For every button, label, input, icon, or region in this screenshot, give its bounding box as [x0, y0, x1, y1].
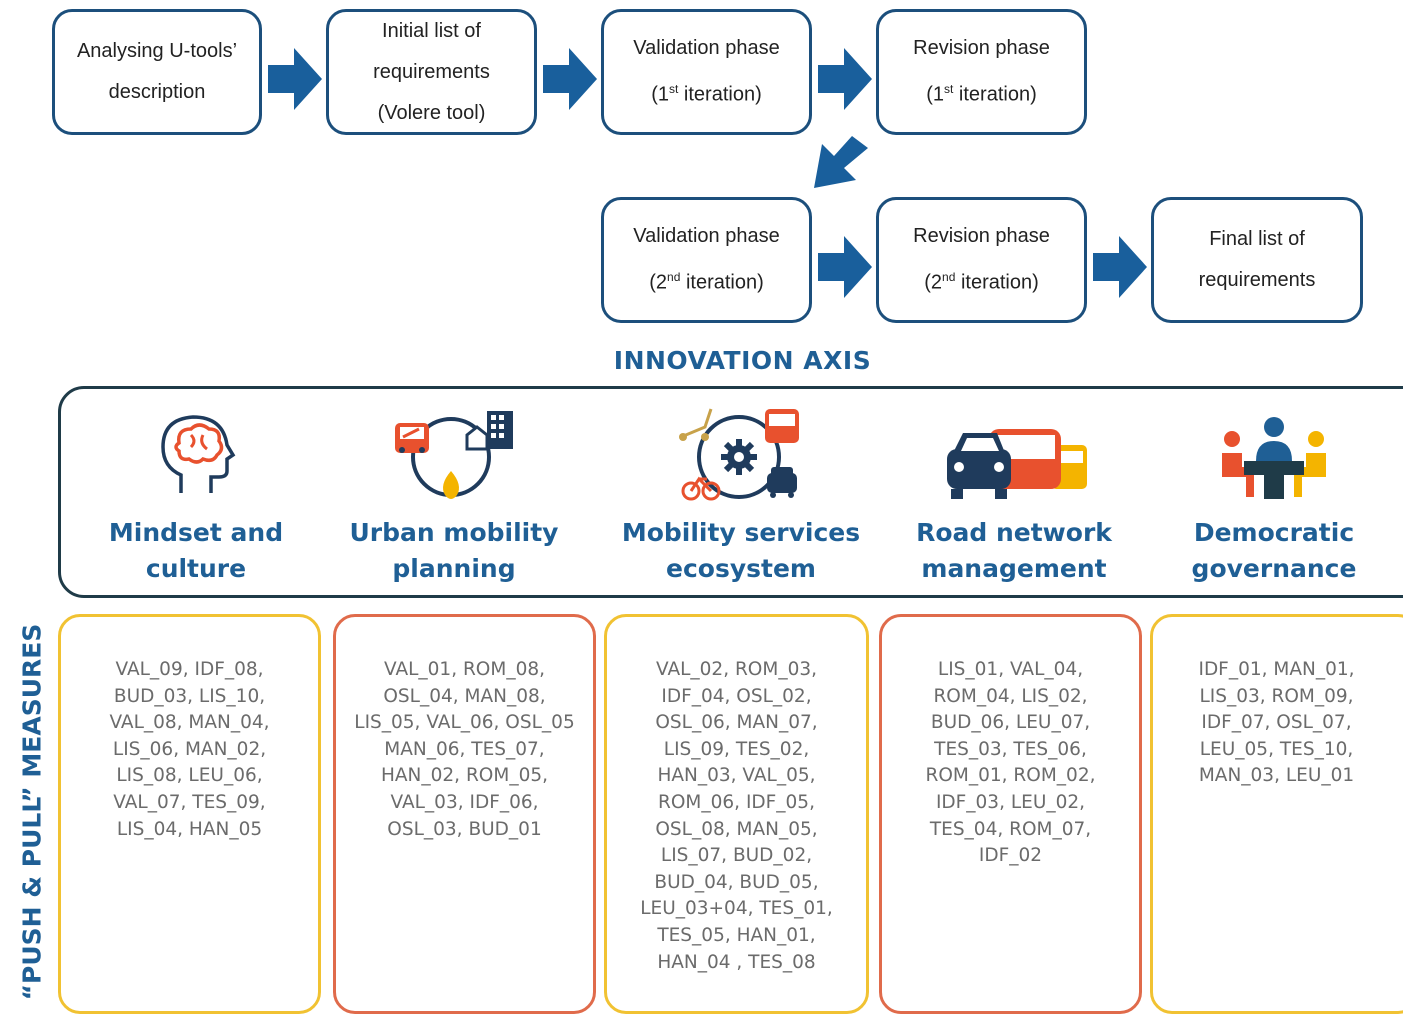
measures-column-mindset: VAL_09, IDF_08, BUD_03, LIS_10, VAL_08, … — [58, 614, 321, 1014]
step-validation-1: Validation phase (1st iteration) — [601, 9, 812, 135]
measure-line: TES_04, ROM_07, — [929, 818, 1092, 840]
step-text: requirements — [1198, 269, 1316, 291]
measure-line: VAL_07, TES_09, — [113, 791, 266, 813]
step-text: (1st iteration) — [926, 82, 1037, 106]
measure-line: LEU_03+04, TES_01, — [640, 898, 833, 920]
category-title: Mobility services ecosystem — [606, 515, 876, 587]
innovation-axis-title: INNOVATION AXIS — [613, 346, 872, 375]
measure-line: ROM_01, ROM_02, — [925, 765, 1096, 787]
measure-line: HAN_02, ROM_05, — [380, 765, 548, 787]
urban-planning-icon — [395, 411, 513, 499]
measure-line: BUD_04, BUD_05, — [654, 871, 819, 893]
side-label-text: “PUSH & PULL” MEASURES — [17, 623, 47, 1001]
step-analysing-utools: Analysing U-tools’ description — [52, 9, 262, 135]
measure-line: IDF_02 — [978, 845, 1043, 867]
arrow-down-left-icon — [814, 136, 868, 188]
measure-line: VAL_09, IDF_08, — [115, 659, 264, 680]
measure-line: TES_05, HAN_01, — [657, 924, 816, 946]
category-title: Road network management — [879, 515, 1149, 587]
ordinal-suffix: nd — [667, 270, 681, 285]
measures-column-road-network: LIS_01, VAL_04, ROM_04, LIS_02, BUD_06, … — [879, 614, 1142, 1014]
measure-line: MAN_03, LEU_01 — [1198, 765, 1355, 787]
category-title-line: ecosystem — [666, 554, 816, 583]
step-text: Final list of — [1209, 228, 1305, 250]
measure-line: HAN_03, VAL_05, — [657, 765, 816, 787]
measure-line: LIS_05, VAL_06, OSL_05 — [354, 712, 575, 734]
measure-line: LIS_08, LEU_06, — [116, 765, 263, 787]
step-text: Validation phase — [633, 37, 780, 60]
step-text: (1st iteration) — [651, 82, 762, 106]
measure-line: HAN_04 , TES_08 — [657, 951, 816, 973]
measure-line: VAL_08, MAN_04, — [109, 712, 270, 734]
brain-head-icon — [161, 415, 236, 493]
arrow-right-icon — [1093, 236, 1147, 298]
step-final-list: Final list of requirements — [1151, 197, 1363, 323]
category-title-line: Democratic — [1193, 518, 1355, 547]
measure-line: BUD_06, LEU_07, — [930, 712, 1091, 734]
step-text: requirements — [373, 60, 490, 83]
measure-line: OSL_08, MAN_05, — [655, 818, 818, 840]
step-text: Analysing U-tools’ — [76, 40, 238, 62]
category-title-line: culture — [145, 554, 247, 583]
measure-line: IDF_07, OSL_07, — [1201, 712, 1352, 734]
step-validation-2: Validation phase (2nd iteration) — [601, 197, 812, 323]
innovation-axis-panel: Mindset and culture Urban mobility plann… — [58, 386, 1403, 598]
step-text: Revision phase — [913, 37, 1050, 60]
measures-column-urban-planning: VAL_01, ROM_08, OSL_04, MAN_08, LIS_05, … — [333, 614, 596, 1014]
mobility-services-icon — [679, 408, 799, 501]
measure-line: IDF_04, OSL_02, — [661, 685, 812, 707]
measure-line: MAN_06, TES_07, — [384, 738, 545, 760]
step-text: Initial list of — [382, 19, 481, 42]
measure-line: LIS_04, HAN_05 — [116, 818, 263, 840]
measure-line: LEU_05, TES_10, — [1199, 738, 1354, 760]
measure-line: OSL_06, MAN_07, — [655, 712, 818, 734]
arrow-right-icon — [543, 48, 597, 110]
step-text: (2nd iteration) — [649, 270, 764, 294]
arrow-right-icon — [818, 48, 872, 110]
measure-line: IDF_03, LEU_02, — [935, 791, 1086, 813]
measure-line: VAL_01, ROM_08, — [383, 659, 546, 680]
step-text: Validation phase — [633, 225, 780, 248]
measure-line: ROM_06, IDF_05, — [658, 791, 815, 813]
category-title-line: Urban mobility — [349, 518, 559, 547]
measure-line: OSL_04, MAN_08, — [383, 685, 546, 707]
measure-line: TES_03, TES_06, — [934, 738, 1087, 760]
measure-line: LIS_07, BUD_02, — [660, 845, 813, 867]
measure-line: VAL_02, ROM_03, — [655, 659, 818, 680]
step-text: (2nd iteration) — [924, 270, 1039, 294]
category-title: Democratic governance — [1139, 515, 1403, 587]
category-title-line: Road network — [916, 518, 1112, 547]
arrow-right-icon — [268, 48, 322, 110]
category-title-line: Mobility services — [621, 518, 861, 547]
step-text: description — [108, 81, 206, 103]
measures-column-mobility-services: VAL_02, ROM_03, IDF_04, OSL_02, OSL_06, … — [604, 614, 869, 1014]
category-title-line: Mindset and — [108, 518, 284, 547]
step-initial-list: Initial list of requirements (Volere too… — [326, 9, 537, 135]
ordinal-suffix: nd — [942, 270, 956, 285]
category-title-line: planning — [392, 554, 516, 583]
step-revision-2: Revision phase (2nd iteration) — [876, 197, 1087, 323]
category-title-line: management — [921, 554, 1107, 583]
measure-line: ROM_04, LIS_02, — [933, 685, 1088, 707]
measure-line: IDF_01, MAN_01, — [1198, 659, 1355, 680]
ordinal-suffix: st — [669, 82, 679, 97]
measure-line: VAL_03, IDF_06, — [390, 791, 539, 813]
measure-line: LIS_03, ROM_09, — [1199, 685, 1354, 707]
arrow-right-icon — [818, 236, 872, 298]
meeting-table-icon — [1222, 417, 1326, 499]
measure-line: OSL_03, BUD_01 — [387, 818, 542, 840]
vehicles-icon — [947, 429, 1087, 499]
step-revision-1: Revision phase (1st iteration) — [876, 9, 1087, 135]
measure-line: LIS_09, TES_02, — [663, 738, 810, 760]
category-title-line: governance — [1191, 554, 1357, 583]
ordinal-suffix: st — [944, 82, 954, 97]
step-text: Revision phase — [913, 225, 1050, 248]
measure-line: LIS_01, VAL_04, — [937, 659, 1084, 680]
category-title: Urban mobility planning — [319, 515, 589, 587]
measure-line: BUD_03, LIS_10, — [113, 685, 266, 707]
category-title: Mindset and culture — [61, 515, 331, 587]
step-text: (Volere tool) — [377, 101, 486, 124]
measure-line: LIS_06, MAN_02, — [112, 738, 267, 760]
measures-column-governance: IDF_01, MAN_01, LIS_03, ROM_09, IDF_07, … — [1150, 614, 1403, 1014]
